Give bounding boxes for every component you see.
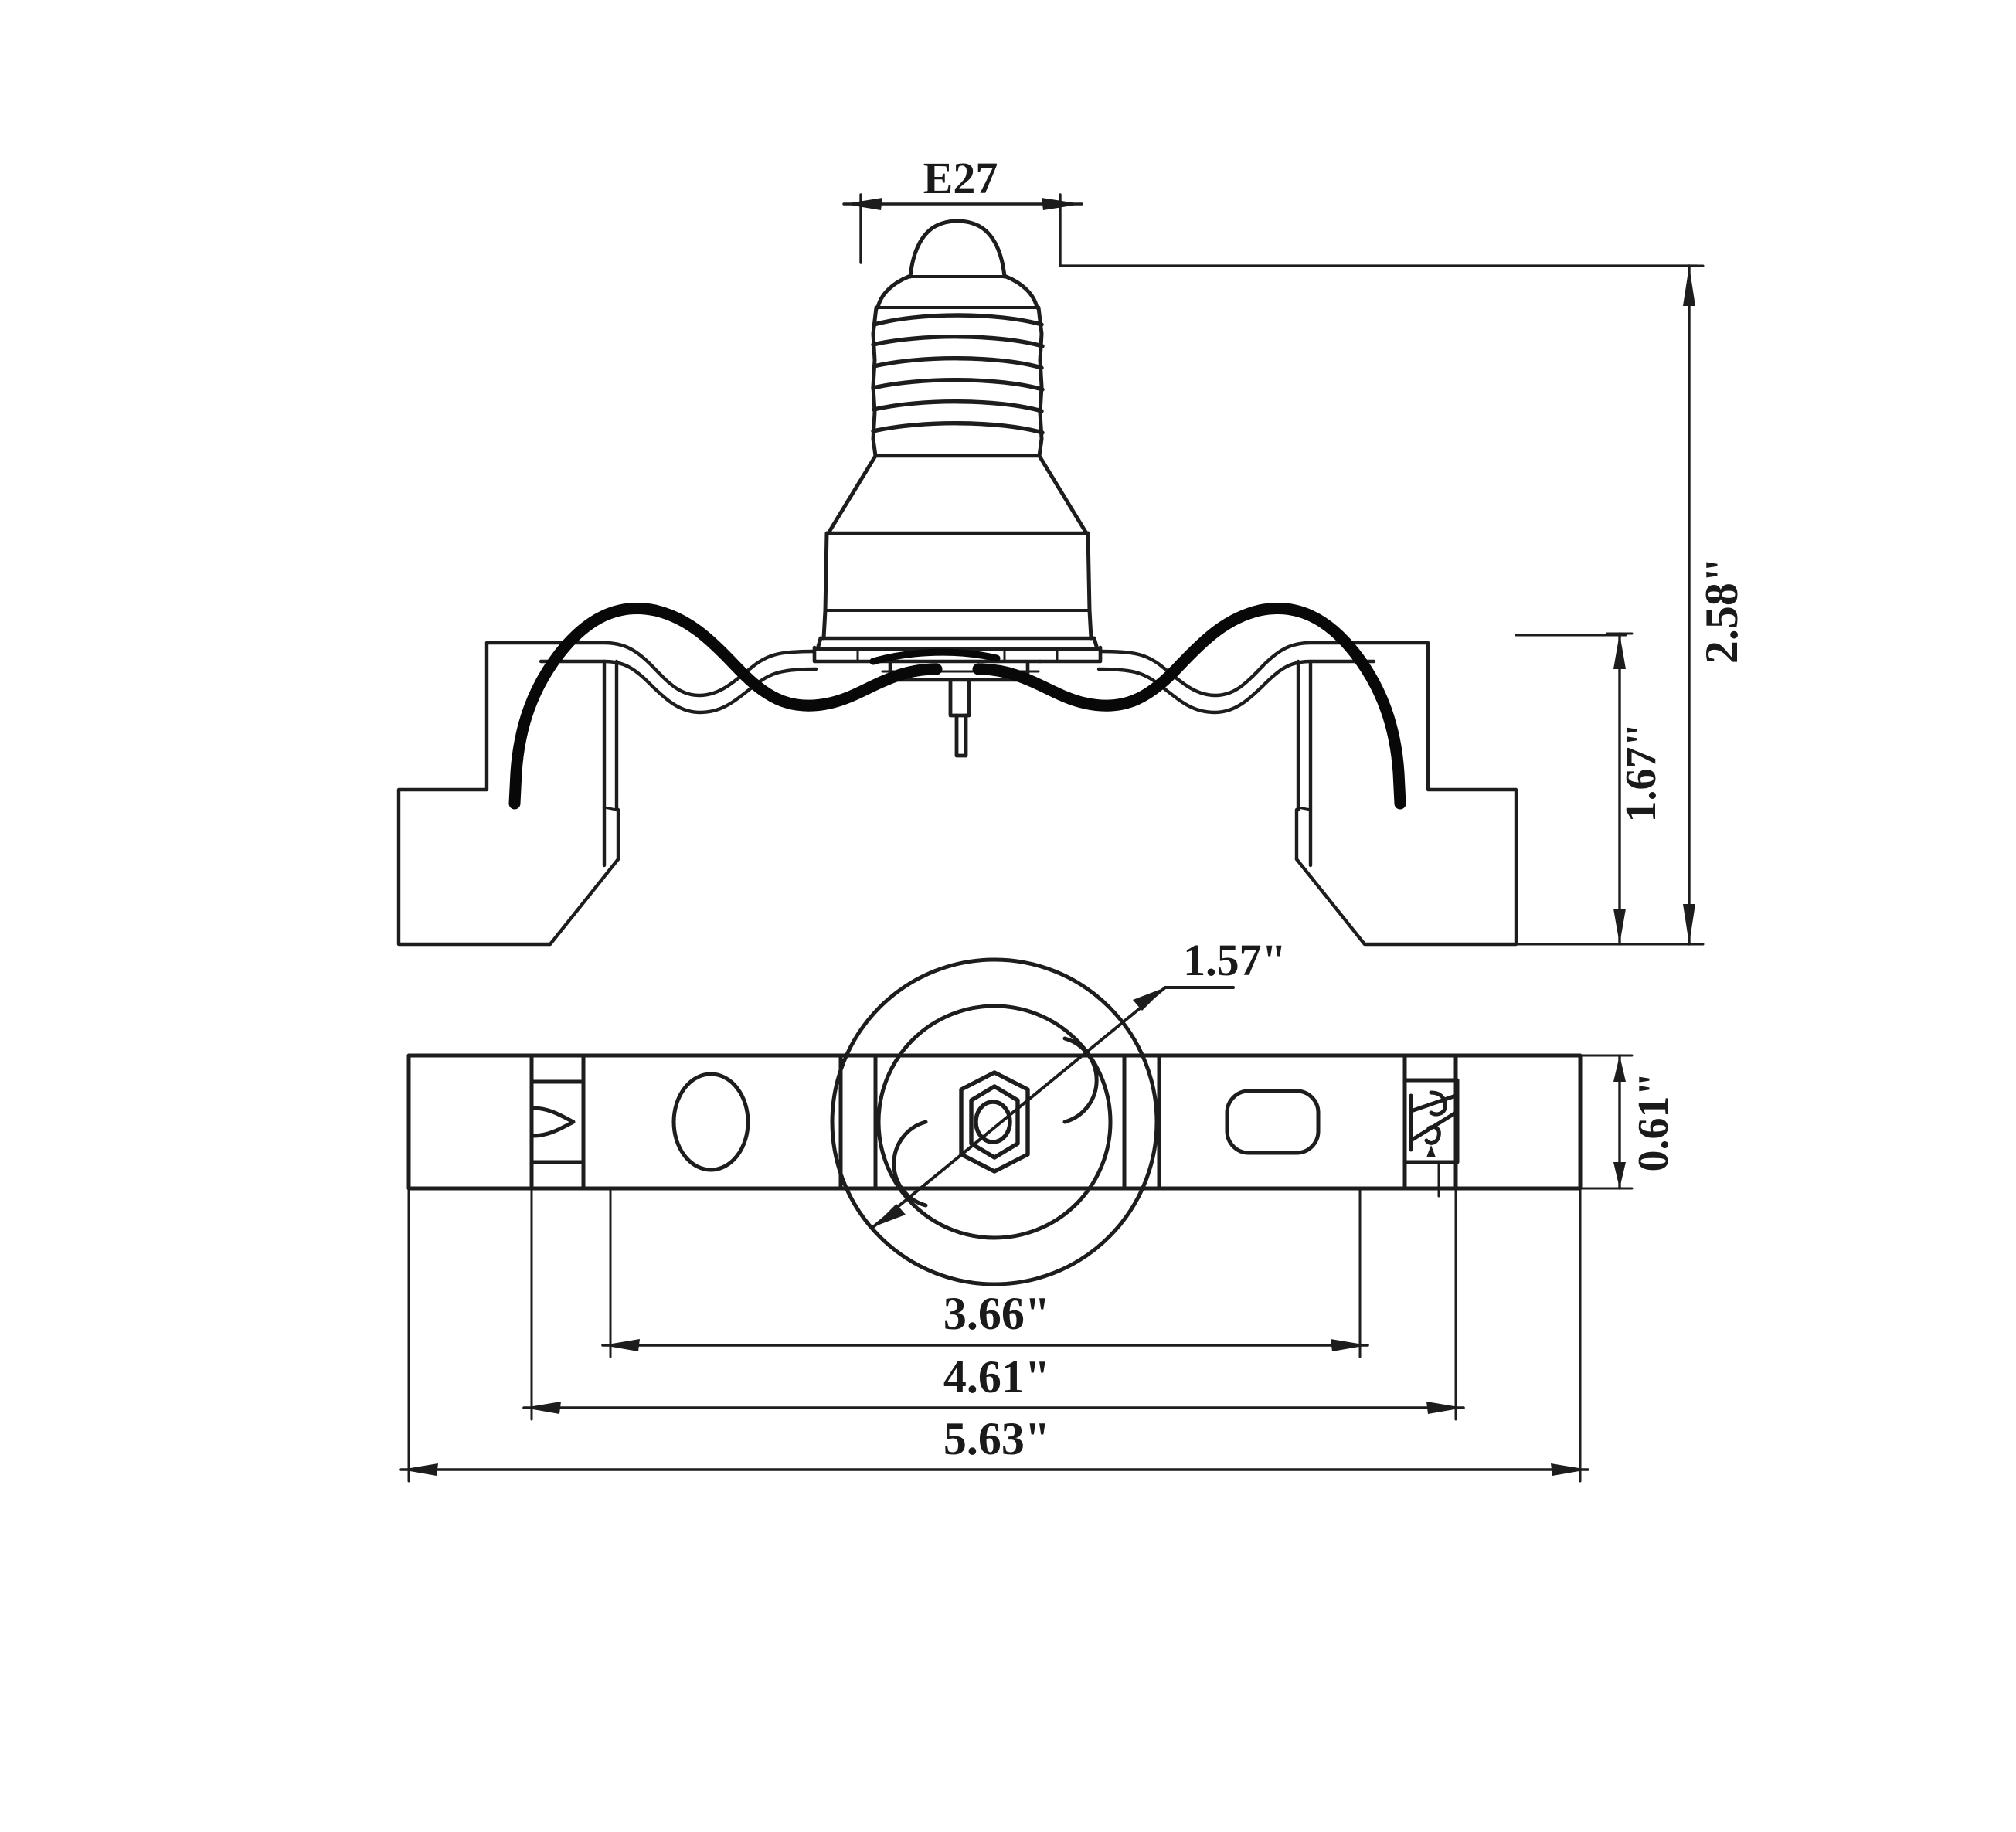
left-notch-detail	[529, 1079, 586, 1164]
overall-length-dimension	[399, 1456, 1589, 1483]
wire-lead-right	[972, 603, 1406, 810]
wire-saddle	[869, 648, 1001, 665]
hole-diameter-dimension-label: 1.57"	[1183, 935, 1287, 985]
bottom-plan-view	[399, 957, 1634, 1483]
socket-dome-tip	[908, 219, 1007, 279]
right-clip-detail	[1402, 1078, 1460, 1198]
bar-width-dimension-label: 0.61"	[1630, 1072, 1678, 1171]
mid-span-dimension	[522, 1395, 1465, 1421]
overall-length-dimension-label: 5.63"	[943, 1413, 1050, 1464]
bar-width-dimension	[1579, 1054, 1634, 1190]
hole-diameter-dimension	[872, 986, 1235, 1229]
inner-span-dimension	[601, 1332, 1369, 1358]
bracket-right-arm	[1096, 641, 1518, 947]
round-hole	[671, 1072, 750, 1172]
wire-lead-left	[508, 603, 943, 810]
mounting-stud	[948, 678, 971, 758]
mid-span-dimension-label: 4.61"	[943, 1351, 1050, 1402]
overall-height-dimension-label: 2.58"	[1696, 557, 1747, 664]
front-elevation-view	[396, 193, 1705, 947]
socket-thread-helix	[871, 313, 1045, 435]
flange-lobe-detail	[892, 1036, 1099, 1208]
flange-circles	[830, 957, 1159, 1286]
inner-span-dimension-label: 3.66"	[943, 1288, 1050, 1339]
e27-socket-dimension	[842, 193, 1083, 267]
hex-nut	[959, 1070, 1030, 1174]
plan-extension-lines	[407, 1054, 1582, 1477]
overall-height-dimension	[1674, 264, 1705, 946]
slotted-hole	[1225, 1089, 1321, 1155]
bracket-height-dimension	[1515, 632, 1695, 946]
bracket-height-dimension-label: 1.67"	[1617, 722, 1665, 822]
lamp-socket-assembly	[815, 219, 1100, 651]
bracket-left-arm	[396, 641, 818, 947]
e27-socket-dimension-label: E27	[923, 153, 998, 203]
